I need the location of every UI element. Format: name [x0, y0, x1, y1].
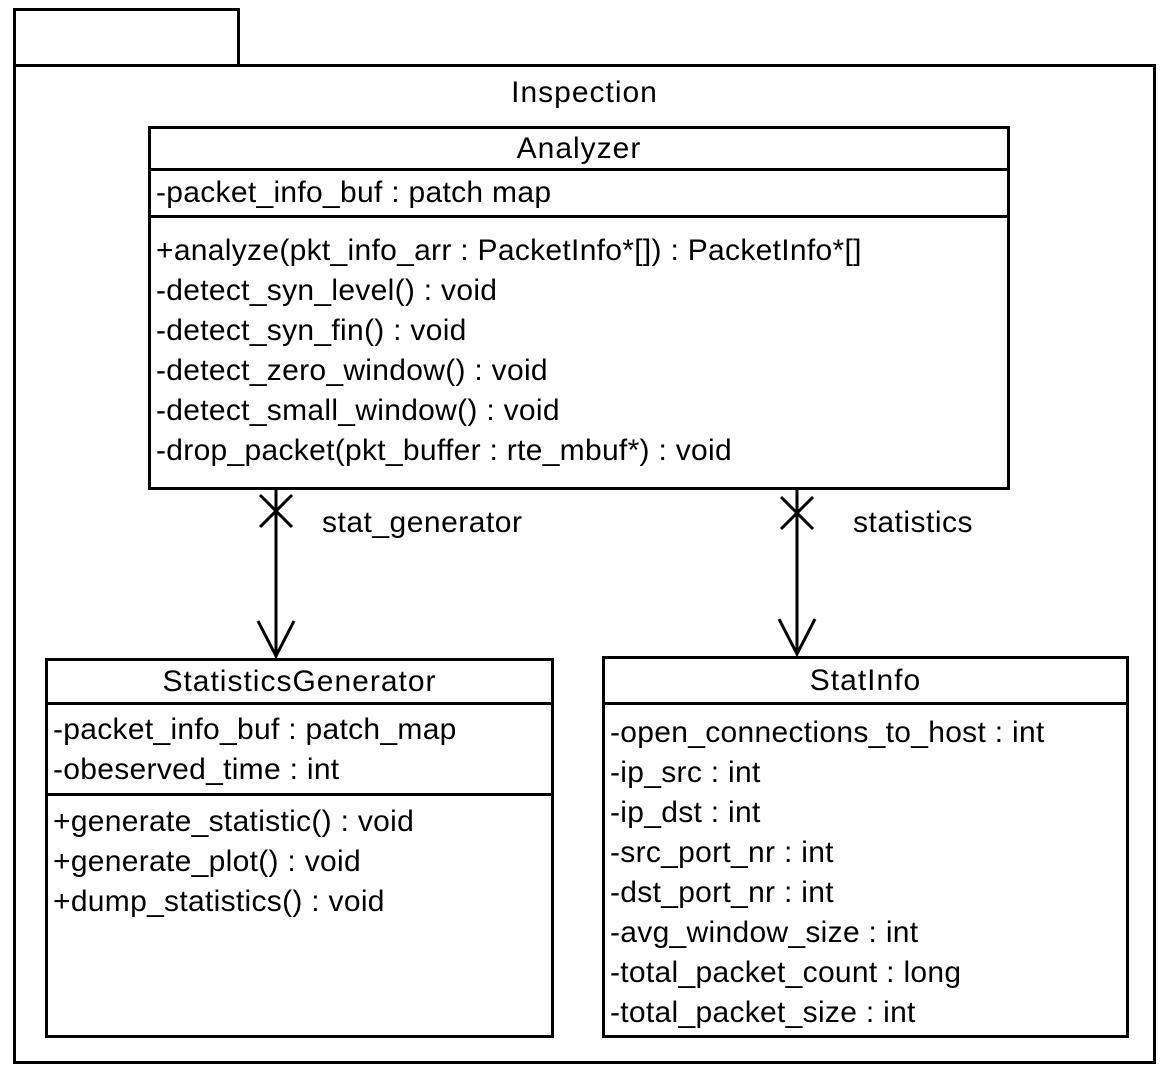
class-statistics-generator-methods: +generate_statistic() : void +generate_p… [48, 796, 551, 1035]
method-line: -detect_zero_window() : void [156, 354, 548, 387]
method-line: -detect_small_window() : void [156, 394, 560, 427]
class-statistics-generator-attributes: -packet_info_buf : patch_map -obeserved_… [48, 705, 551, 796]
class-analyzer-methods: +analyze(pkt_info_arr : PacketInfo*[]) :… [151, 218, 1007, 487]
class-analyzer-attributes: -packet_info_buf : patch map [151, 171, 1007, 218]
class-stat-info-attributes: -open_connections_to_host : int -ip_src … [605, 705, 1126, 1035]
attribute-line: -ip_dst : int [610, 796, 761, 829]
method-line: +dump_statistics() : void [53, 885, 385, 918]
association-label-stat-generator: stat_generator [322, 506, 523, 539]
class-stat-info: StatInfo -open_connections_to_host : int… [602, 656, 1129, 1038]
method-line: +generate_statistic() : void [53, 805, 415, 838]
class-statistics-generator-name: StatisticsGenerator [48, 661, 551, 705]
method-line: -detect_syn_level() : void [156, 274, 498, 307]
method-line: +generate_plot() : void [53, 845, 361, 878]
class-stat-info-name: StatInfo [605, 659, 1126, 705]
attribute-line: -avg_window_size : int [610, 916, 919, 949]
method-line: -drop_packet(pkt_buffer : rte_mbuf*) : v… [156, 434, 732, 467]
class-analyzer: Analyzer -packet_info_buf : patch map +a… [148, 126, 1010, 490]
method-line: -detect_syn_fin() : void [156, 314, 467, 347]
class-statistics-generator: StatisticsGenerator -packet_info_buf : p… [45, 658, 554, 1038]
attribute-line: -total_packet_count : long [610, 956, 962, 989]
package-name: Inspection [511, 76, 658, 109]
attribute-line: -packet_info_buf : patch map [156, 176, 552, 209]
attribute-line: -src_port_nr : int [610, 836, 834, 869]
attribute-line: -obeserved_time : int [53, 753, 340, 786]
association-label-statistics: statistics [853, 506, 974, 539]
package-tab [13, 8, 240, 67]
attribute-line: -dst_port_nr : int [610, 876, 834, 909]
attribute-line: -open_connections_to_host : int [610, 716, 1045, 749]
method-line: +analyze(pkt_info_arr : PacketInfo*[]) :… [156, 234, 862, 267]
attribute-line: -packet_info_buf : patch_map [53, 713, 457, 746]
class-analyzer-name: Analyzer [151, 129, 1007, 171]
attribute-line: -total_packet_size : int [610, 996, 916, 1029]
attribute-line: -ip_src : int [610, 756, 761, 789]
